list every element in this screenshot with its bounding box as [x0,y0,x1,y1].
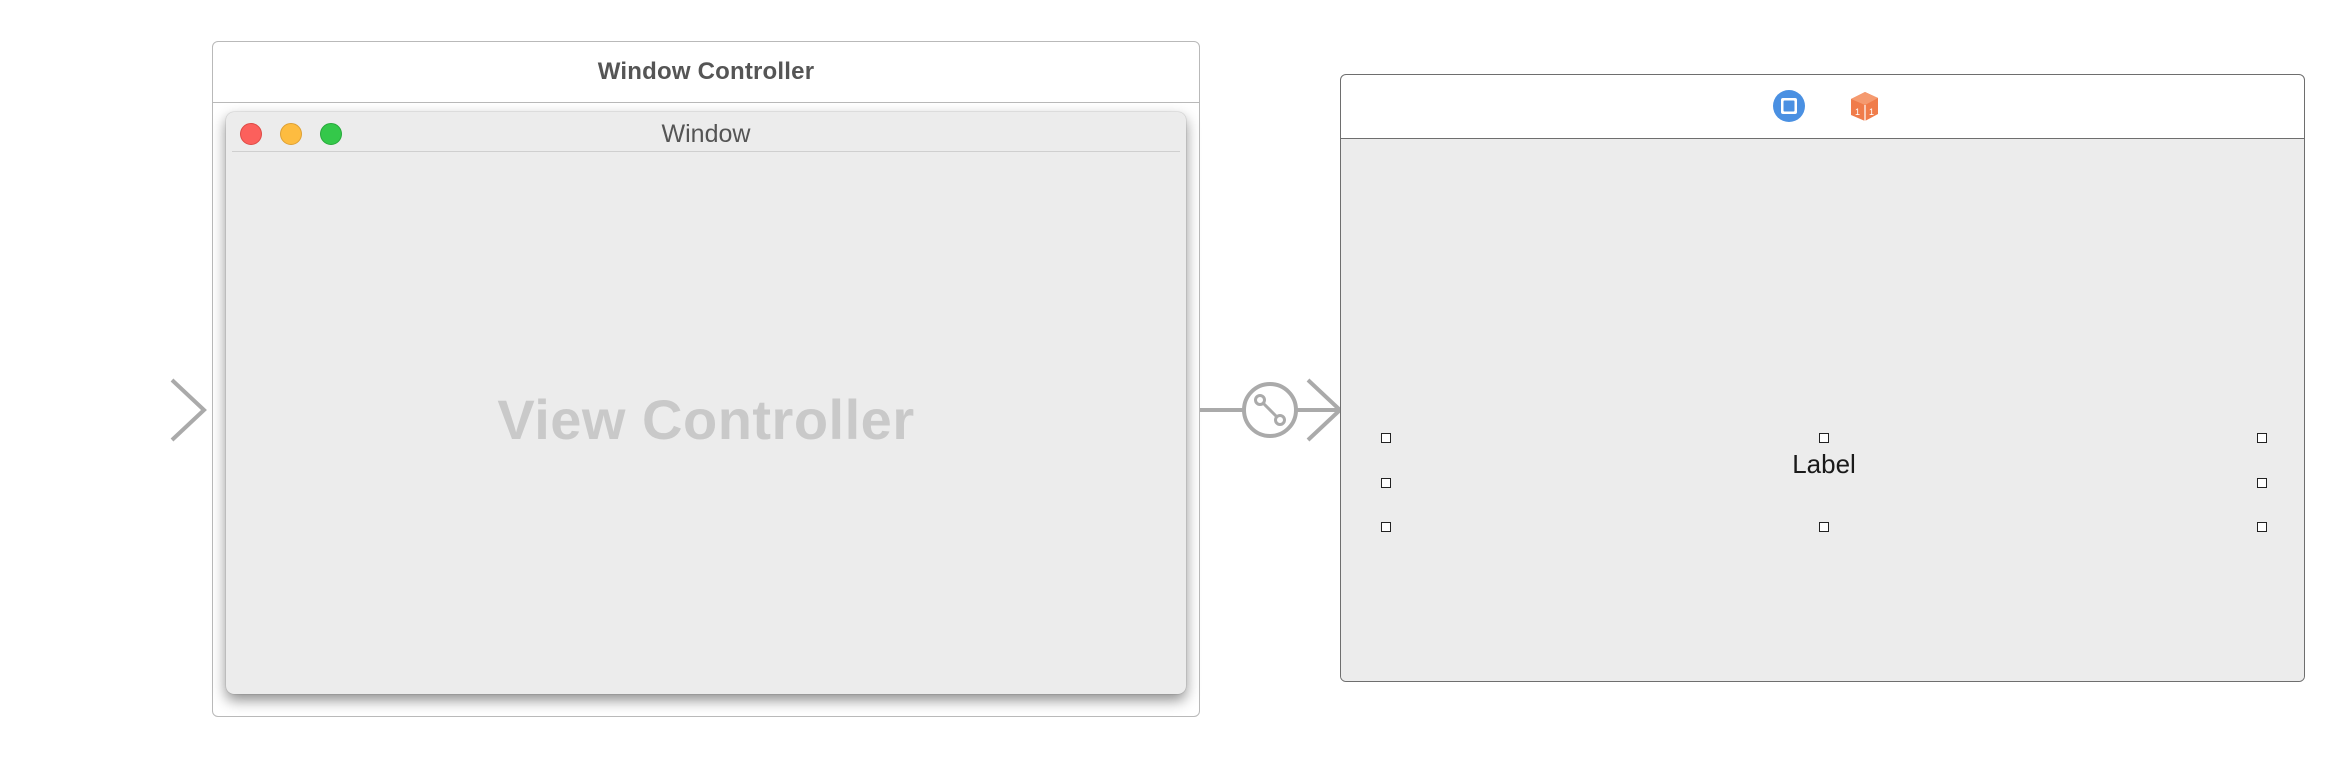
label-text: Label [1792,449,1856,479]
resize-handle-bottom[interactable] [1819,522,1829,532]
root-view[interactable]: Label [1341,139,2304,681]
svg-text:1: 1 [1869,107,1874,117]
resize-handle-bottom-left[interactable] [1381,522,1391,532]
resize-handle-left[interactable] [1381,478,1391,488]
view-controller-icon[interactable] [1772,89,1806,123]
window-titlebar: Window [232,112,1180,152]
scene-title: Window Controller [597,58,815,85]
window-preview[interactable]: Window View Controller [226,112,1186,694]
selected-label[interactable]: Label [1381,433,2267,533]
content-view-controller-placeholder: View Controller [497,388,915,451]
resize-handle-top-left[interactable] [1381,433,1391,443]
resize-handle-bottom-right[interactable] [2257,522,2267,532]
resize-handle-top-right[interactable] [2257,433,2267,443]
first-responder-icon[interactable]: 1 1 [1847,89,1881,123]
svg-text:1: 1 [1855,107,1860,117]
view-controller-scene[interactable]: 1 1 Label [1340,74,2305,682]
resize-handle-top[interactable] [1819,433,1829,443]
segue-relationship-icon[interactable] [1198,368,1348,452]
zoom-button-icon [320,123,342,145]
scene-dock[interactable]: 1 1 [1341,75,2304,139]
window-title: Window [661,120,751,148]
scene-header[interactable]: Window Controller [213,42,1199,103]
close-button-icon [240,123,262,145]
window-controller-scene[interactable]: Window Controller Window View Controller [212,41,1200,717]
resize-handle-right[interactable] [2257,478,2267,488]
initial-controller-arrow-icon[interactable] [0,370,220,450]
minimize-button-icon [280,123,302,145]
